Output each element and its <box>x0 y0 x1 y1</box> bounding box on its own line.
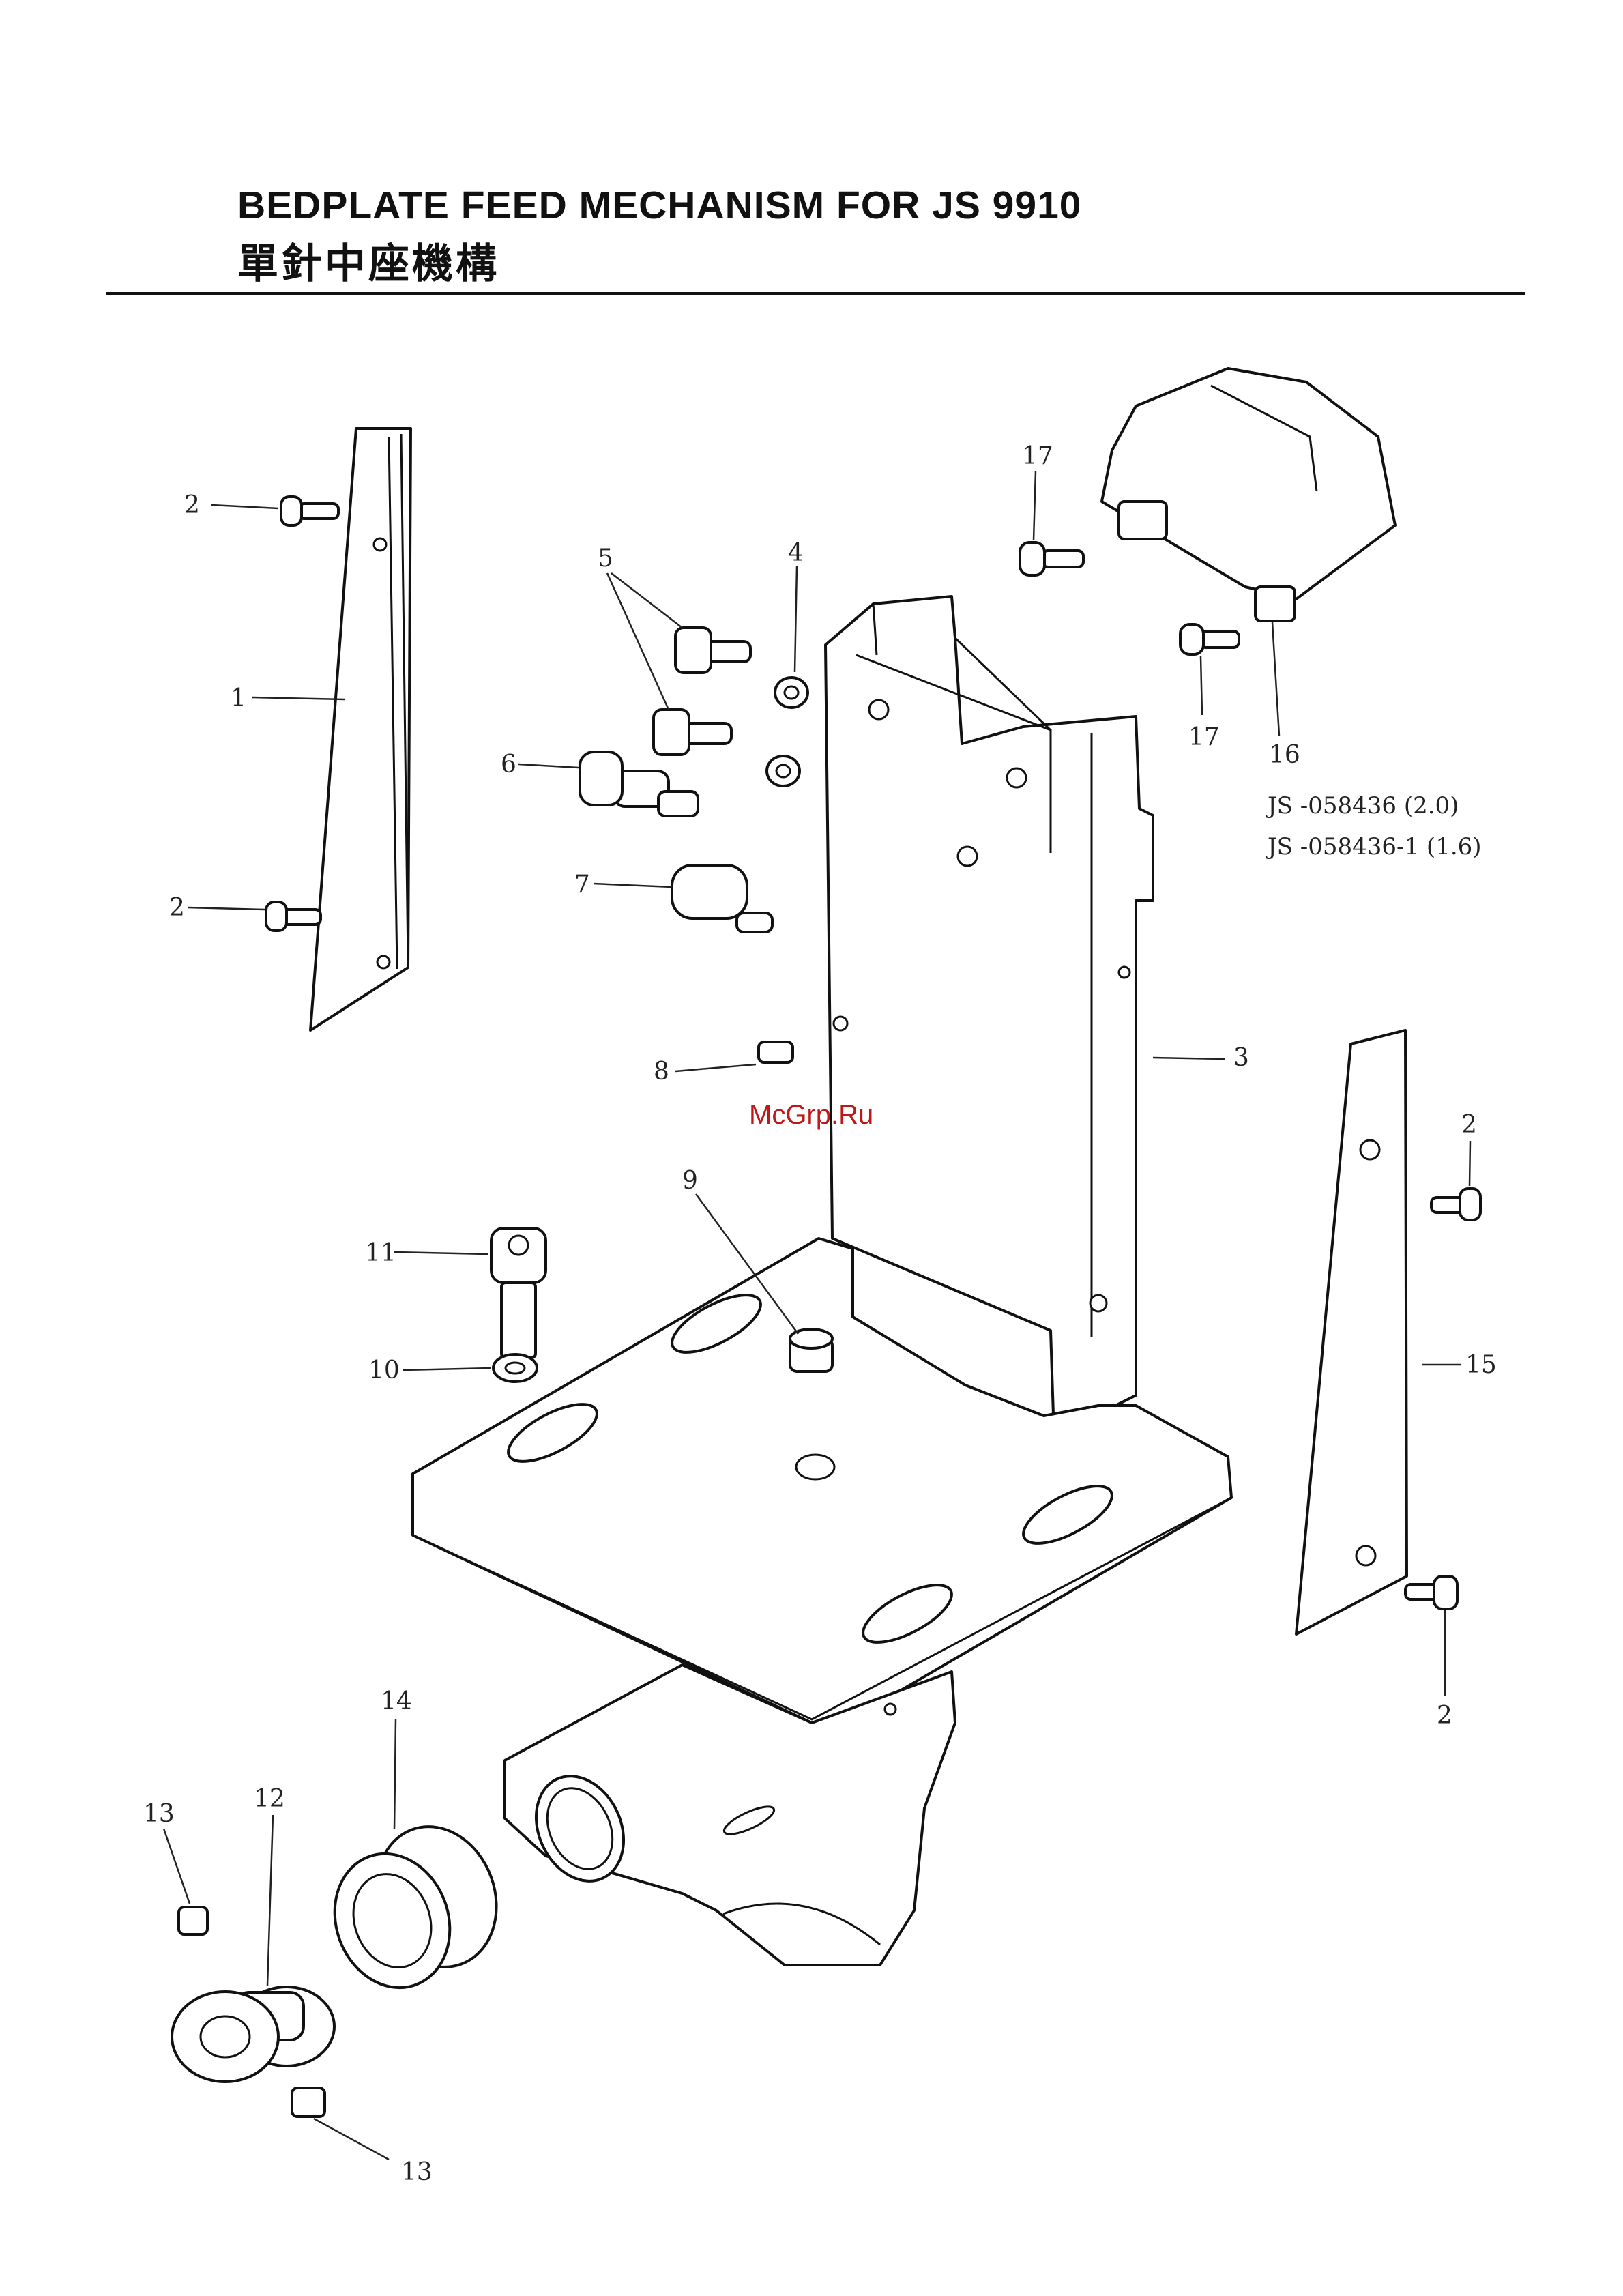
part-7-pin <box>672 865 772 932</box>
part-number-note-2: JS -058436-1 (1.6) <box>1266 833 1482 860</box>
callout-17: 17 <box>1022 442 1053 470</box>
part-9-plug <box>790 1329 832 1371</box>
callout-1: 1 <box>231 684 246 712</box>
part-12-collar <box>172 1987 334 2082</box>
callout-2: 2 <box>169 894 185 922</box>
callout-15: 15 <box>1465 1351 1497 1379</box>
callout-13: 13 <box>401 2158 433 2186</box>
part-10-washer <box>493 1354 537 1382</box>
callout-13: 13 <box>143 1800 175 1828</box>
callout-16: 16 <box>1269 741 1300 769</box>
callout-17: 17 <box>1188 723 1220 751</box>
callout-11: 11 <box>365 1239 396 1267</box>
callout-7: 7 <box>574 871 590 899</box>
part-6-shoulder-screw <box>580 752 698 816</box>
callout-2: 2 <box>1461 1111 1477 1139</box>
part-13-set-screw-lower <box>292 2088 325 2117</box>
part-11-socket-screw <box>491 1228 546 1358</box>
part-3-frame <box>825 596 1153 1436</box>
part-number-note-1: JS -058436 (2.0) <box>1266 792 1459 819</box>
part-2-screw-upper-right <box>1431 1189 1480 1220</box>
callout-9: 9 <box>682 1167 698 1195</box>
callout-3: 3 <box>1233 1044 1249 1072</box>
callout-10: 10 <box>368 1356 400 1384</box>
part-15-side-plate <box>1296 1030 1407 1634</box>
part-2-screw-lower-right <box>1405 1576 1457 1609</box>
callout-2: 2 <box>184 491 200 519</box>
part-14-bearing <box>317 1810 516 2004</box>
part-17-screw-lower <box>1180 624 1239 654</box>
lower-casting <box>505 1665 955 1965</box>
callout-14: 14 <box>381 1687 412 1715</box>
part-4-washers <box>767 678 808 786</box>
part-17-screw-upper <box>1020 542 1083 575</box>
callout-6: 6 <box>501 751 516 779</box>
part-2-screw-lower-left <box>266 902 321 931</box>
part-5-bolts <box>654 628 750 755</box>
callout-2: 2 <box>1437 1702 1452 1730</box>
callout-12: 12 <box>254 1785 285 1813</box>
part-8-set-screw <box>759 1042 793 1062</box>
callout-5: 5 <box>598 544 613 572</box>
callout-4: 4 <box>788 539 804 567</box>
part-13-set-screw-upper <box>179 1907 207 1934</box>
callout-8: 8 <box>654 1058 669 1086</box>
watermark: McGrp.Ru <box>749 1100 873 1131</box>
part-2-screw-upper-left <box>281 497 338 525</box>
part-16-cover <box>1102 368 1395 621</box>
